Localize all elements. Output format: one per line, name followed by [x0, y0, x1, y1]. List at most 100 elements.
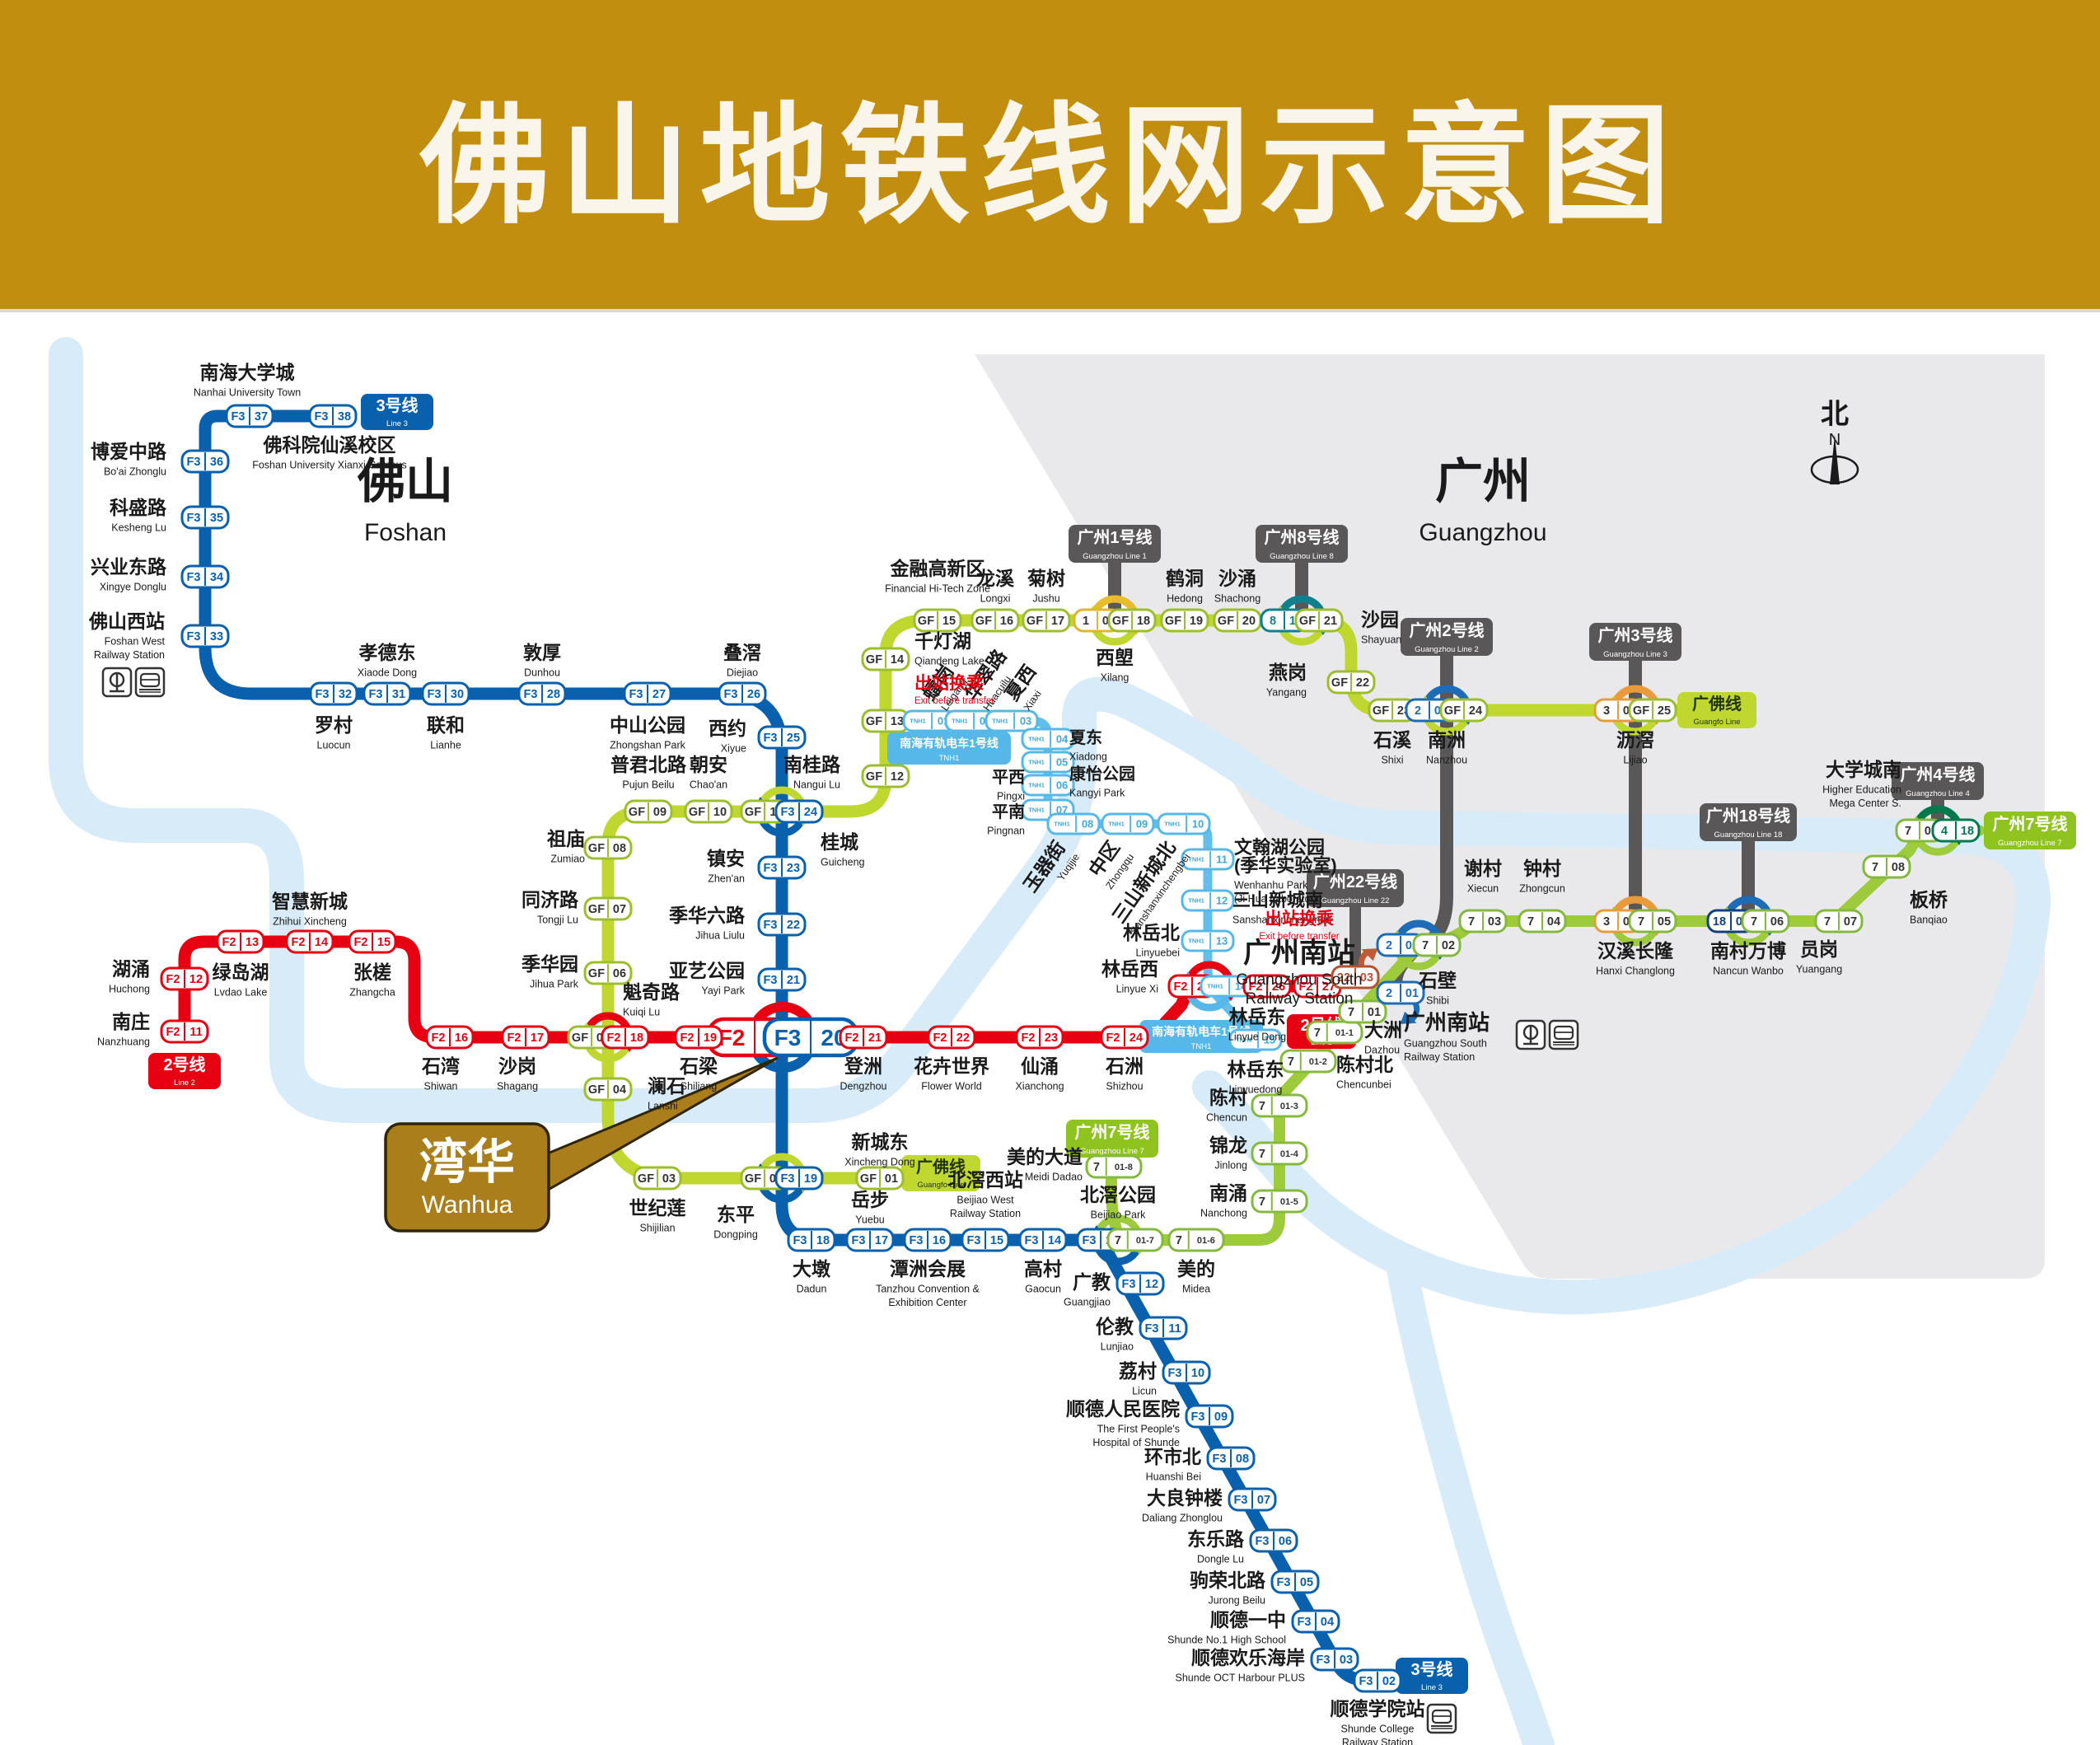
station-F2-13[interactable]: F213 [216, 929, 265, 954]
station-F3-11[interactable]: F311 [1139, 1316, 1188, 1340]
station-F3-37[interactable]: F337 [225, 404, 274, 428]
station-F2-14[interactable]: F214 [285, 929, 334, 954]
station-F3-28[interactable]: F328 [517, 681, 567, 706]
station-F2-11[interactable]: F211 [160, 1019, 209, 1044]
station-7-03[interactable]: 703 [1458, 909, 1508, 933]
station-7-02[interactable]: 702 [1412, 933, 1462, 957]
station-7-01-8[interactable]: 701-8 [1085, 1154, 1143, 1179]
station-GF-13[interactable]: GF13 [861, 709, 910, 733]
station-F3-36[interactable]: F336 [180, 449, 230, 474]
station-F3-30[interactable]: F330 [421, 681, 470, 706]
station-2-02[interactable]: 202 [1376, 933, 1425, 957]
station-GF-25[interactable]: GF25 [1628, 698, 1677, 723]
station-F3-18[interactable]: F318 [787, 1228, 836, 1252]
station-F2-16[interactable]: F216 [425, 1025, 475, 1050]
station-TNH1-05[interactable]: TNH105 [1021, 751, 1075, 774]
station-F3-04[interactable]: F304 [1291, 1609, 1340, 1634]
station-F2-24[interactable]: F224 [1100, 1025, 1149, 1050]
station-F2-23[interactable]: F223 [1015, 1025, 1064, 1050]
station-F3-10[interactable]: F310 [1162, 1360, 1211, 1385]
station-TNH1-10[interactable]: TNH110 [1157, 812, 1211, 835]
station-GF-06[interactable]: GF06 [583, 961, 633, 985]
station-7-01-7[interactable]: 701-7 [1106, 1228, 1164, 1252]
station-F3-25[interactable]: F325 [757, 725, 807, 750]
station-GF-09[interactable]: GF09 [624, 799, 673, 824]
station-7-05[interactable]: 705 [1628, 909, 1677, 933]
station-TNH1-12[interactable]: TNH112 [1181, 889, 1235, 912]
station-TNH1-11[interactable]: TNH111 [1181, 848, 1235, 871]
station-F3-27[interactable]: F327 [623, 681, 672, 706]
station-F3-08[interactable]: F308 [1206, 1446, 1256, 1471]
station-F3-21[interactable]: F321 [757, 967, 807, 992]
station-TNH1-06[interactable]: TNH106 [1021, 774, 1075, 797]
station-GF-04[interactable]: GF04 [583, 1077, 633, 1102]
station-F3-03[interactable]: F303 [1310, 1647, 1359, 1672]
station-GF-20[interactable]: GF20 [1213, 608, 1262, 633]
station-GF-01[interactable]: GF01 [855, 1166, 905, 1191]
station-F3-31[interactable]: F331 [362, 681, 412, 706]
station-7-01-1[interactable]: 701-1 [1306, 1020, 1363, 1045]
station-GF-16[interactable]: GF16 [970, 608, 1020, 633]
station-F2-18[interactable]: F218 [601, 1025, 650, 1050]
station-GF-17[interactable]: GF17 [1022, 608, 1071, 633]
station-F3-17[interactable]: F317 [845, 1228, 895, 1252]
station-F3-09[interactable]: F309 [1185, 1404, 1234, 1429]
station-7-01-3[interactable]: 701-3 [1251, 1093, 1308, 1118]
station-7-01[interactable]: 701 [1338, 999, 1387, 1024]
station-GF-03[interactable]: GF03 [633, 1166, 682, 1191]
station-TNH1-13[interactable]: TNH113 [1181, 929, 1235, 952]
station-7-01-6[interactable]: 701-6 [1167, 1228, 1225, 1252]
station-F2-26[interactable]: F226 [1242, 974, 1292, 999]
station-2-01[interactable]: 201 [1376, 980, 1425, 1005]
station-TNH1-08[interactable]: TNH108 [1046, 812, 1101, 835]
station-GF-15[interactable]: GF15 [913, 608, 962, 633]
station-GF-08[interactable]: GF08 [583, 835, 633, 860]
station-7-07[interactable]: 707 [1814, 909, 1864, 933]
station-TNH1-04[interactable]: TNH104 [1021, 727, 1075, 751]
station-F3-26[interactable]: F326 [718, 681, 767, 706]
station-GF-07[interactable]: GF07 [583, 896, 633, 921]
station-F3-19[interactable]: F319 [774, 1166, 824, 1191]
station-GF-19[interactable]: GF19 [1160, 608, 1209, 633]
station-GF-22[interactable]: GF22 [1326, 670, 1376, 695]
station-F3-22[interactable]: F322 [757, 912, 807, 937]
station-F3-06[interactable]: F306 [1249, 1528, 1298, 1553]
station-7-01-4[interactable]: 701-4 [1251, 1141, 1308, 1166]
station-F3-05[interactable]: F305 [1270, 1570, 1320, 1594]
station-GF-18[interactable]: GF18 [1107, 608, 1157, 633]
station-F3-35[interactable]: F335 [180, 505, 230, 530]
station-F3-24[interactable]: F324 [774, 799, 824, 824]
station-7-06[interactable]: 706 [1741, 909, 1790, 933]
station-7-01-2[interactable]: 701-2 [1279, 1049, 1337, 1074]
station-F3-16[interactable]: F316 [903, 1228, 952, 1252]
station-7-01-5[interactable]: 701-5 [1251, 1189, 1308, 1214]
station-GF-21[interactable]: GF21 [1294, 608, 1344, 633]
station-GF-12[interactable]: GF12 [861, 764, 910, 788]
station-F3-38[interactable]: F338 [308, 404, 358, 428]
station-F2-22[interactable]: F222 [927, 1025, 976, 1050]
station-F3-32[interactable]: F332 [309, 681, 358, 706]
station-7-08[interactable]: 708 [1862, 854, 1911, 879]
station-F2-17[interactable]: F217 [501, 1025, 550, 1050]
station-F3-34[interactable]: F334 [180, 564, 230, 589]
station-4-18[interactable]: 418 [1931, 818, 1981, 843]
station-F3-23[interactable]: F323 [757, 855, 807, 880]
station-TNH1-03[interactable]: TNH103 [985, 709, 1039, 732]
station-7-04[interactable]: 704 [1518, 909, 1567, 933]
station-F2-21[interactable]: F221 [839, 1025, 888, 1050]
station-F3-02[interactable]: F302 [1353, 1668, 1402, 1693]
station-F2-27[interactable]: F227 [1293, 974, 1342, 999]
station-TNH1-15[interactable]: TNH115 [1228, 1028, 1283, 1051]
station-TNH1-09[interactable]: TNH109 [1101, 812, 1155, 835]
station-F2-15[interactable]: F215 [348, 929, 397, 954]
station-F3-12[interactable]: F312 [1115, 1271, 1165, 1296]
station-F3-15[interactable]: F315 [961, 1228, 1010, 1252]
station-GF-24[interactable]: GF24 [1439, 698, 1489, 723]
station-22-03[interactable]: 2203 [1331, 965, 1380, 989]
station-F3-33[interactable]: F333 [180, 624, 230, 648]
station-GF-10[interactable]: GF10 [684, 799, 733, 824]
station-F3-14[interactable]: F314 [1018, 1228, 1068, 1252]
station-F2-19[interactable]: F219 [674, 1025, 723, 1050]
station-GF-14[interactable]: GF14 [861, 647, 910, 671]
station-F2-12[interactable]: F212 [160, 966, 209, 991]
